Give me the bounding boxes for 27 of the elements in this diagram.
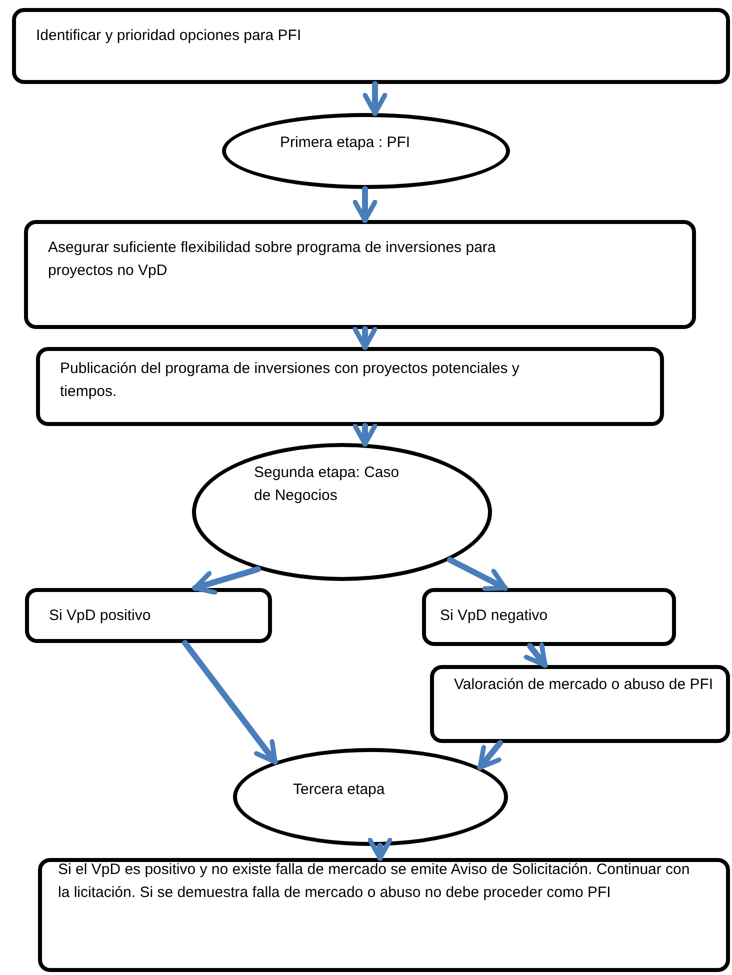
arrow: [368, 838, 392, 861]
node-text: Si VpD negativo: [440, 606, 549, 626]
process-box: [422, 588, 676, 646]
node-text: Tercera etapa: [293, 780, 386, 800]
process-box: [38, 858, 730, 972]
node-text: Publicación del programa de inversiones con proyectos potenciales y tiempos.: [60, 359, 520, 402]
process-box: [36, 347, 664, 426]
node-text: Asegurar suficiente flexibilidad sobre programa de inversiones para proyectos no VpD: [48, 238, 497, 282]
node-text: Si el VpD es positivo y no existe falla de mercado se emite Aviso de Solicitación. Continuar con la licitación. Si se demuestra falla de mercado o abuso no debe proceder como PFI: [58, 860, 691, 904]
arrow: [352, 326, 378, 350]
arrow: [447, 556, 508, 592]
arrow: [192, 566, 261, 595]
process-box: [430, 665, 730, 743]
node-text: Primera etapa : PFI: [280, 133, 412, 153]
node-text: Valoración de mercado o abuso de PFI: [454, 675, 714, 695]
arrow: [182, 640, 278, 765]
process-box: [25, 588, 272, 643]
node-text: Identificar y prioridad opciones para PFI: [36, 26, 302, 46]
arrow: [352, 186, 378, 223]
process-box: [24, 220, 696, 329]
arrow: [352, 423, 378, 447]
arrow: [362, 81, 388, 116]
node-text: Si VpD positivo: [49, 606, 152, 626]
arrow: [477, 740, 503, 770]
node-text: Segunda etapa: Caso de Negocios: [254, 463, 400, 506]
process-box: [12, 8, 730, 84]
arrow: [524, 642, 548, 668]
